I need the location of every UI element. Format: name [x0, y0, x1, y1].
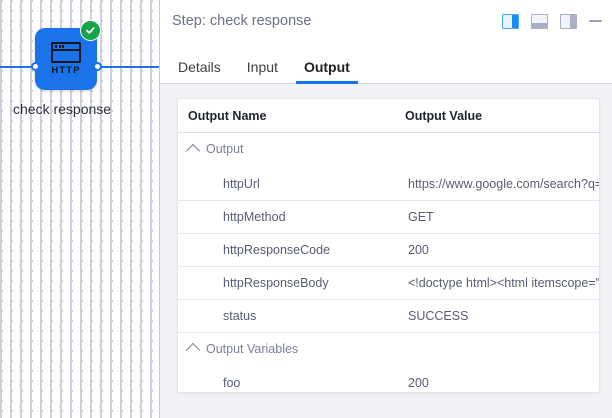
group-toggle-output[interactable]: Output: [185, 142, 244, 158]
http-browser-icon: [51, 42, 81, 64]
output-value-cell: SUCCESS: [405, 299, 599, 333]
group-label-text: Output: [206, 142, 244, 156]
panel-right-split-icon[interactable]: [502, 13, 519, 29]
panel-body: Output Name Output Value Output: [160, 84, 612, 418]
panel-tabs: Details Input Output: [160, 42, 612, 84]
table-row: foo 200: [178, 367, 599, 392]
workflow-canvas[interactable]: HTTP check response: [0, 0, 160, 418]
header-actions: [502, 13, 602, 29]
output-name-cell: status: [178, 299, 405, 333]
table-row: httpResponseCode 200: [178, 233, 599, 267]
node-port-output[interactable]: [93, 62, 102, 71]
output-name-cell: httpResponseBody: [178, 266, 405, 300]
group-toggle-output-variables[interactable]: Output Variables: [185, 341, 299, 358]
output-value-cell: https://www.google.com/search?q=: [405, 167, 599, 201]
output-value-cell: 200: [405, 233, 599, 267]
output-value-cell: 200: [405, 367, 599, 392]
group-label-text: Output Variables: [206, 341, 299, 356]
table-group-output-variables[interactable]: Output Variables: [178, 332, 599, 367]
node-label: check response: [13, 101, 112, 117]
output-value-cell: <!doctype html><html itemscope=": [405, 266, 599, 300]
tab-output[interactable]: Output: [295, 59, 358, 84]
chevron-up-icon: [185, 342, 201, 358]
chevron-up-icon: [185, 143, 201, 158]
output-value-cell: GET: [405, 200, 599, 234]
panel-right-icon[interactable]: [560, 13, 577, 29]
table-header-row: Output Name Output Value: [178, 99, 599, 133]
step-detail-panel: Step: check response Details Input Outpu…: [160, 0, 612, 418]
output-name-cell: foo: [178, 367, 405, 392]
tab-details[interactable]: Details: [178, 59, 221, 75]
output-table: Output Name Output Value Output: [178, 99, 599, 392]
panel-bottom-icon[interactable]: [531, 13, 548, 29]
column-header-output-value: Output Value: [405, 99, 599, 133]
panel-header: Step: check response: [160, 0, 612, 42]
table-row: httpUrl https://www.google.com/search?q=: [178, 167, 599, 201]
node-port-input[interactable]: [31, 62, 40, 71]
check-circle-icon: [80, 20, 101, 41]
output-name-cell: httpMethod: [178, 200, 405, 234]
tab-input[interactable]: Input: [246, 59, 278, 75]
output-name-cell: httpUrl: [178, 167, 405, 201]
output-name-cell: httpResponseCode: [178, 233, 405, 267]
table-group-output[interactable]: Output: [178, 133, 599, 168]
table-row: httpMethod GET: [178, 200, 599, 234]
page-title: Step: check response: [172, 13, 312, 29]
output-table-card: Output Name Output Value Output: [177, 98, 600, 393]
minimize-dash-icon[interactable]: [589, 20, 602, 22]
node-icon-text: HTTP: [51, 65, 81, 77]
table-row: httpResponseBody <!doctype html><html it…: [178, 266, 599, 300]
table-row: status SUCCESS: [178, 299, 599, 333]
column-header-output-name: Output Name: [178, 99, 405, 133]
